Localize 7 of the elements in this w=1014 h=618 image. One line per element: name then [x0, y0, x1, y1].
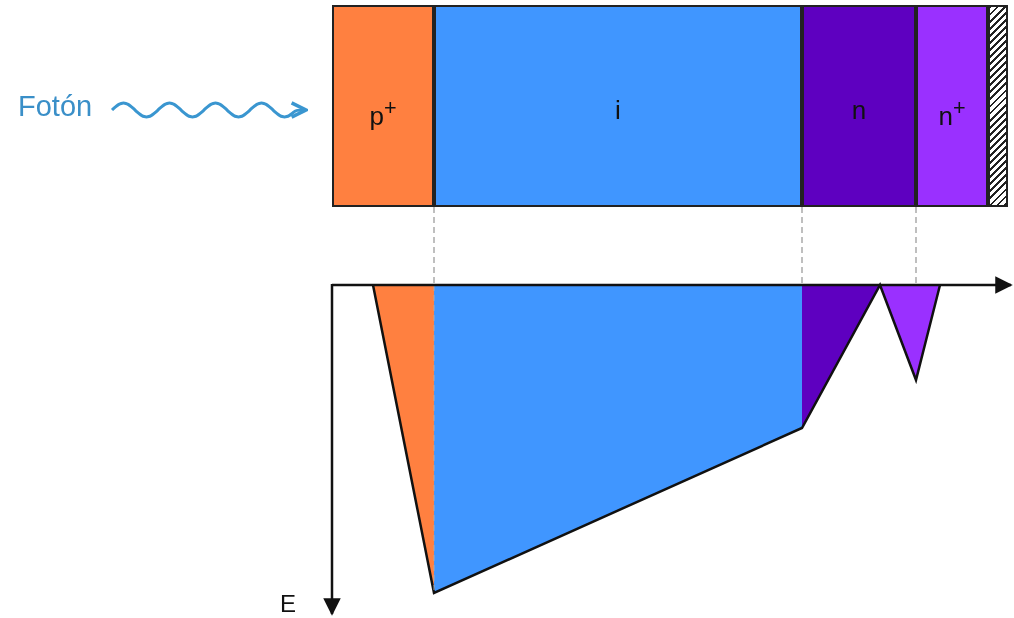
axis-label: E: [280, 590, 296, 618]
layer-region: i: [434, 5, 802, 207]
layer-region: n: [802, 5, 916, 207]
hatched-contact: [988, 5, 1008, 207]
layer-region: n$^{+}$: [916, 5, 988, 207]
layer-region: p$^{+}$: [332, 5, 434, 207]
photon-label: Fotón: [18, 88, 110, 128]
